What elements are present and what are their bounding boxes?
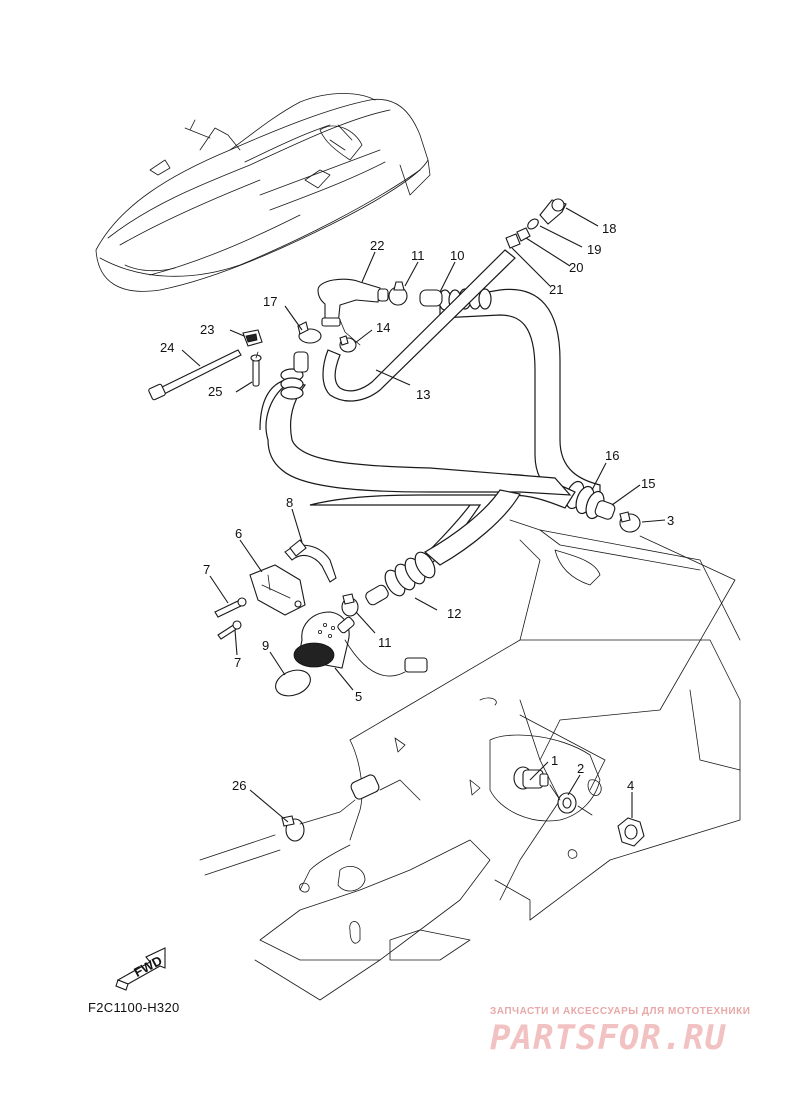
callout-2: 2: [577, 761, 584, 776]
bilge-pump-5: [293, 611, 428, 677]
callout-13: 13: [416, 387, 430, 402]
callout-25: 25: [208, 384, 222, 399]
callout-16: 16: [605, 448, 619, 463]
callout-22: 22: [370, 238, 384, 253]
nut-4: [617, 817, 645, 847]
callout-7-upper: 7: [203, 562, 210, 577]
callout-5: 5: [355, 689, 362, 704]
callout-20: 20: [569, 260, 583, 275]
callout-1: 1: [551, 753, 558, 768]
callout-7-lower: 7: [234, 655, 241, 670]
callout-26: 26: [232, 778, 246, 793]
bolt-7-lower: [217, 620, 242, 640]
fwd-arrow-icon: FWD: [115, 947, 166, 991]
assembly-lines: [255, 319, 736, 825]
watercraft-illustration: [95, 93, 431, 292]
cooling-hoses: [259, 249, 616, 606]
watermark-tagline: ЗАПЧАСТИ И АКСЕССУАРЫ ДЛЯ МОТОТЕХНИКИ: [490, 1006, 751, 1017]
callout-24: 24: [160, 340, 174, 355]
fitting-1: [513, 766, 549, 790]
hose-clamp-3: [619, 511, 641, 533]
bolt-7-upper: [214, 597, 247, 618]
callout-12: 12: [447, 606, 461, 621]
callout-numbers: 1 2 3 4 5 6 7 7 8 9 10 11 11 12 13 14 15…: [160, 221, 674, 793]
callout-17: 17: [263, 294, 277, 309]
hose-bellows-16: [565, 480, 616, 520]
washer-19: [527, 218, 539, 230]
callout-14: 14: [376, 320, 390, 335]
callout-18: 18: [602, 221, 616, 236]
hull-compartment: [199, 519, 741, 1001]
watermark-brand: PARTSFOR.RU: [490, 1018, 727, 1058]
hull-nozzle: [350, 774, 380, 800]
bolt-18: [539, 198, 567, 225]
cable-tie-24: [148, 349, 242, 401]
nut-20: [516, 227, 531, 242]
fitting-21: [505, 233, 521, 249]
callout-6: 6: [235, 526, 242, 541]
leader-lines: [181, 207, 666, 823]
callout-3: 3: [667, 513, 674, 528]
fwd-label: FWD: [131, 953, 164, 980]
callout-23: 23: [200, 322, 214, 337]
cap-9: [275, 669, 311, 697]
callout-8: 8: [286, 495, 293, 510]
diagram-code: F2C1100-H320: [88, 1000, 180, 1015]
small-parts: [148, 198, 645, 847]
callout-4: 4: [627, 778, 634, 793]
hose-clamp-26: [281, 815, 305, 842]
rivet-25: [250, 354, 262, 387]
bracket-6: [249, 564, 306, 616]
callout-15: 15: [641, 476, 655, 491]
callout-9: 9: [262, 638, 269, 653]
callout-10: 10: [450, 248, 464, 263]
callout-11-lower: 11: [378, 635, 392, 650]
callout-21: 21: [549, 282, 563, 297]
callout-19: 19: [587, 242, 601, 257]
hose-clamp-11-lower: [341, 593, 359, 617]
hose-clamp-11-upper: [388, 281, 408, 306]
hose-clamp-14: [339, 335, 357, 353]
hose-clamp-17: [297, 321, 322, 344]
hose-bellows-upper: [280, 351, 309, 400]
hose-bellows-12: [365, 551, 436, 606]
elbow-fitting-22: [317, 278, 389, 327]
washer-2: [557, 792, 577, 814]
callout-11-upper: 11: [411, 248, 425, 263]
bracket-8: [284, 539, 337, 583]
clip-23: [242, 329, 263, 347]
